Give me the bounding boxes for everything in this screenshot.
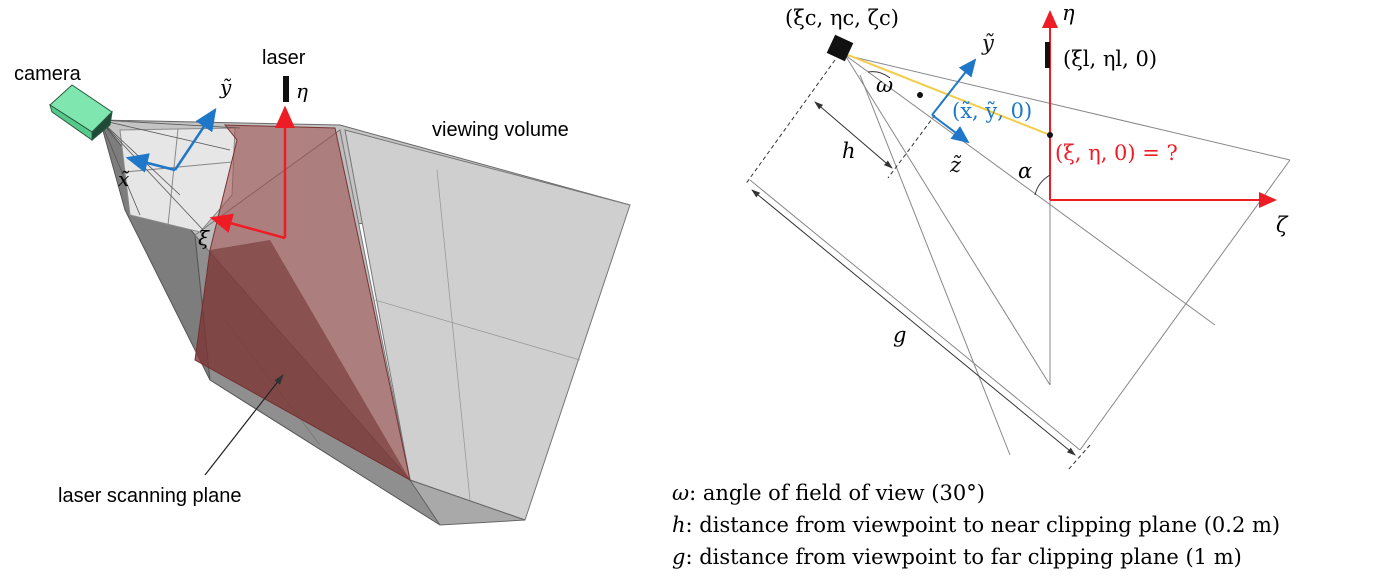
laser-coord-label: (ξl, ηl, 0) (1063, 47, 1157, 71)
target-point-label: (ξ, η, 0) = ? (1055, 141, 1178, 165)
x-tilde-axis-arrow (125, 153, 176, 173)
legend-g: g: distance from viewpoint to far clippi… (672, 545, 1392, 569)
x-tilde-label: x̃ (118, 167, 130, 191)
projection-ray (847, 54, 1051, 136)
legend-omega: ω: angle of field of view (30°) (672, 481, 1392, 505)
legend-text: : distance from viewpoint to far clippin… (685, 545, 1242, 569)
right-schematic-figure: (ξc, ηc, ζc) (ξl, ηl, 0) (x̃, ỹ, 0) (ξ, … (744, 1, 1291, 471)
legend-text: : angle of field of view (30°) (689, 481, 985, 505)
laser-icon (283, 76, 289, 102)
y-tilde-label-right: ỹ (981, 31, 995, 55)
laser-plane-label: laser scanning plane (58, 485, 241, 507)
camera-coord-label: (ξc, ηc, ζc) (785, 6, 899, 30)
legend-symbol: h (672, 513, 686, 537)
alpha-label: α (1018, 159, 1032, 183)
left-perspective-figure: camera laser viewing volume laser scanni… (14, 47, 631, 526)
h-label: h (842, 139, 856, 163)
xi-label: ξ (198, 226, 210, 250)
legend-symbol: g (672, 545, 686, 569)
laser-plane-pointer (204, 374, 284, 476)
camera-icon (49, 84, 113, 142)
z-tilde-label: z̃ (949, 153, 962, 177)
eta-label: η (296, 79, 308, 103)
y-tilde-axis-arrow-right (931, 58, 977, 116)
h-dimension-arrow (814, 101, 893, 169)
y-tilde-label: ỹ (219, 75, 232, 99)
y-tilde-axis-arrow (173, 107, 217, 171)
viewing-volume-label: viewing volume (432, 119, 569, 141)
camera-label: camera (14, 63, 82, 85)
laser-icon-right (1045, 42, 1050, 68)
legend-text: : distance from viewpoint to near clippi… (685, 513, 1281, 537)
image-point-label: (x̃, ỹ, 0) (952, 99, 1032, 123)
legend-h: h: distance from viewpoint to near clipp… (672, 513, 1392, 537)
zeta-label: ζ (1276, 213, 1289, 237)
z-tilde-axis-arrow (931, 114, 970, 144)
xi-axis-arrow (209, 213, 286, 240)
laser-label: laser (262, 47, 306, 69)
eta-label-right: η (1062, 1, 1075, 25)
viewing-volume-bottom-right (408, 479, 526, 526)
camera-icon-right (826, 34, 854, 62)
g-label: g (893, 323, 906, 347)
g-dimension-arrow (751, 189, 1076, 456)
laser-scanning-plane-dark (195, 240, 410, 480)
legend-symbol: ω (672, 481, 690, 505)
omega-label: ω (876, 73, 893, 97)
